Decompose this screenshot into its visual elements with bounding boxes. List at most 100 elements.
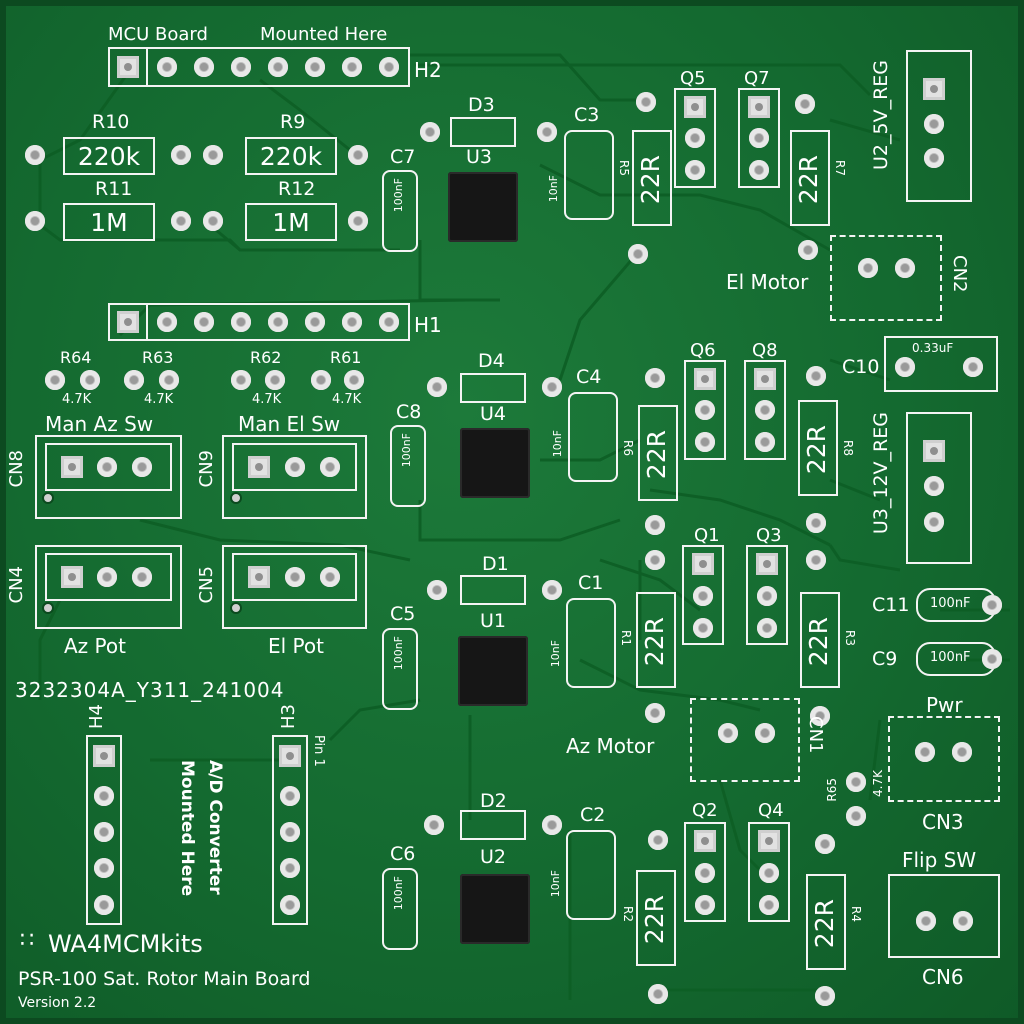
r62-pad <box>231 370 251 390</box>
c4-value: 10nF <box>551 430 564 458</box>
h2-label-right: Mounted Here <box>260 24 388 45</box>
h1-pin <box>268 312 288 332</box>
r63-pad <box>159 370 179 390</box>
r1-body <box>636 592 676 688</box>
q4-body <box>748 822 790 922</box>
h1-ref: H1 <box>414 313 442 337</box>
r10-pad <box>171 145 191 165</box>
via-pad <box>815 834 835 854</box>
u2-reg-pin <box>924 148 944 168</box>
d4-ref: D4 <box>478 350 505 372</box>
r5-body <box>632 130 672 226</box>
q8-pin <box>755 400 775 420</box>
h1-pin <box>231 312 251 332</box>
c10-pad <box>963 357 983 377</box>
cn2-label: El Motor <box>726 270 809 294</box>
u3-ref: U3 <box>466 146 492 168</box>
cn4-label: Az Pot <box>64 634 126 658</box>
r61-value: 4.7K <box>332 392 362 407</box>
q7-pin <box>749 160 769 180</box>
via-pad <box>636 92 656 112</box>
cn5-pin <box>285 567 305 587</box>
h4-pin-1 <box>93 745 115 767</box>
r10-ref: R10 <box>92 111 130 133</box>
d4-pad <box>427 377 447 397</box>
d1-pad <box>427 580 447 600</box>
cn2-pin <box>858 258 878 278</box>
cn3-pin <box>952 742 972 762</box>
q7-body <box>738 88 780 188</box>
c1-value: 10nF <box>549 640 562 668</box>
cn2-ref: CN2 <box>949 255 970 293</box>
r62-pad <box>265 370 285 390</box>
u2-ref: U2 <box>480 846 506 868</box>
cn3-outline <box>888 716 1000 802</box>
r61-pad <box>311 370 331 390</box>
r4-body <box>806 874 846 970</box>
u3-reg-pin-1 <box>923 440 945 462</box>
r1-ref: R1 <box>619 630 633 646</box>
brand-logo-icon: ∷ <box>20 928 34 953</box>
cn4-mark <box>42 602 54 614</box>
h1-header-outline <box>108 303 410 341</box>
h2-pin-1 <box>117 56 139 78</box>
q6-ref: Q6 <box>690 340 716 361</box>
h2-pin <box>157 57 177 77</box>
c9-ref: C9 <box>872 648 898 670</box>
cn6-outline <box>888 874 1000 958</box>
r6-value: 22R <box>642 430 671 480</box>
h2-pin <box>231 57 251 77</box>
c1-body <box>566 598 616 688</box>
q3-pin <box>757 586 777 606</box>
d1-ref: D1 <box>482 553 509 575</box>
u2-reg-pin-1 <box>923 78 945 100</box>
r5-value: 22R <box>636 155 665 205</box>
h2-ref: H2 <box>414 58 442 82</box>
q1-pin <box>693 586 713 606</box>
h1-pin <box>379 312 399 332</box>
cn9-mark <box>230 492 242 504</box>
r64-value: 4.7K <box>62 392 92 407</box>
h4-pin <box>94 895 114 915</box>
r6-body <box>638 405 678 501</box>
q7-ref: Q7 <box>744 68 770 89</box>
d4-pad <box>542 377 562 397</box>
h3-ref: H3 <box>278 704 299 729</box>
q5-body <box>674 88 716 188</box>
q3-body <box>746 545 788 645</box>
d2-pad <box>424 815 444 835</box>
adc-note-line1: A/D Converter <box>205 760 225 895</box>
c6-body <box>382 868 418 950</box>
u3-reg-pin <box>924 476 944 496</box>
cn5-ref: CN5 <box>196 566 217 604</box>
h4-pin <box>94 786 114 806</box>
h4-ref: H4 <box>86 704 107 729</box>
cn5-pin-1 <box>248 566 270 588</box>
q5-pin <box>685 128 705 148</box>
h2-pin <box>379 57 399 77</box>
c3-ref: C3 <box>574 104 600 126</box>
c8-body <box>390 425 426 507</box>
cn8-outline <box>35 435 182 519</box>
h3-outline <box>272 735 308 925</box>
c5-ref: C5 <box>390 603 416 625</box>
cn4-outline <box>35 545 182 629</box>
cn5-outline <box>222 545 367 629</box>
d1-body <box>460 575 526 605</box>
r2-value: 22R <box>640 895 669 945</box>
h4-pin <box>94 822 114 842</box>
r7-value: 22R <box>794 155 823 205</box>
q2-pin <box>695 895 715 915</box>
r62-value: 4.7K <box>252 392 282 407</box>
via-pad <box>815 986 835 1006</box>
r64-pad <box>80 370 100 390</box>
u2-regulator-ref: U2_5V_REG <box>870 60 892 171</box>
r11-body: 1M <box>63 203 155 241</box>
c8-ref: C8 <box>396 401 422 423</box>
brand-name: WA4MCMkits <box>48 930 203 958</box>
cn9-pin-1 <box>248 456 270 478</box>
d3-ref: D3 <box>468 94 495 116</box>
cn8-pin <box>132 457 152 477</box>
r9-pad <box>348 145 368 165</box>
